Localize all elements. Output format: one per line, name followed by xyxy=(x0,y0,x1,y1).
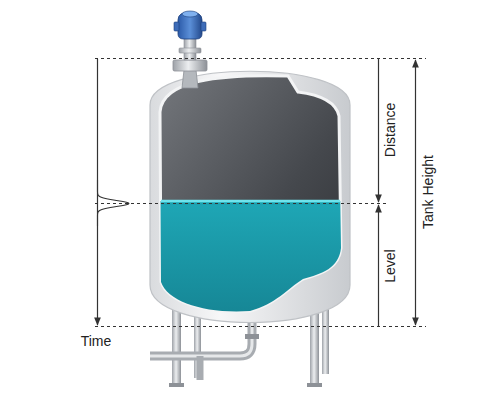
illustration-part xyxy=(95,326,426,327)
illustration-part xyxy=(197,356,204,380)
illustration-part xyxy=(160,76,341,312)
tank-height-arrow xyxy=(415,60,416,325)
distance-arrow xyxy=(378,59,379,202)
level-label: Level xyxy=(382,249,398,282)
illustration-part xyxy=(182,70,198,88)
tank-height-label: Tank Height xyxy=(420,155,436,229)
illustration-part xyxy=(174,22,179,31)
time-label: Time xyxy=(81,333,112,349)
illustration-part xyxy=(95,203,386,204)
distance-label: Distance xyxy=(382,103,398,157)
illustration-part xyxy=(173,60,207,71)
illustration-part xyxy=(150,322,252,356)
illustration-part xyxy=(169,383,184,387)
time-label: Time xyxy=(81,333,112,349)
illustration-part xyxy=(150,322,252,356)
reference-lines xyxy=(95,59,426,327)
liquid-surface xyxy=(161,200,340,203)
illustration-part xyxy=(179,48,201,53)
tank-shell xyxy=(150,71,350,322)
echo-pulse xyxy=(98,180,129,226)
illustration-part xyxy=(160,201,341,311)
illustration-part xyxy=(201,22,206,31)
distance-label: Distance xyxy=(382,103,398,157)
level-arrow xyxy=(378,205,379,326)
illustration-part xyxy=(178,12,202,39)
illustration-part xyxy=(307,383,322,387)
outlet-pipe xyxy=(150,322,259,380)
radar-transmitter xyxy=(173,11,207,88)
tank-cutaway xyxy=(160,76,341,312)
level-label: Level xyxy=(382,249,398,282)
illustration-part xyxy=(95,58,426,59)
dimension-arrows xyxy=(98,59,416,326)
illustration-part xyxy=(245,334,259,339)
illustration-part xyxy=(182,11,198,17)
tank-height-label: Tank Height xyxy=(420,155,436,229)
